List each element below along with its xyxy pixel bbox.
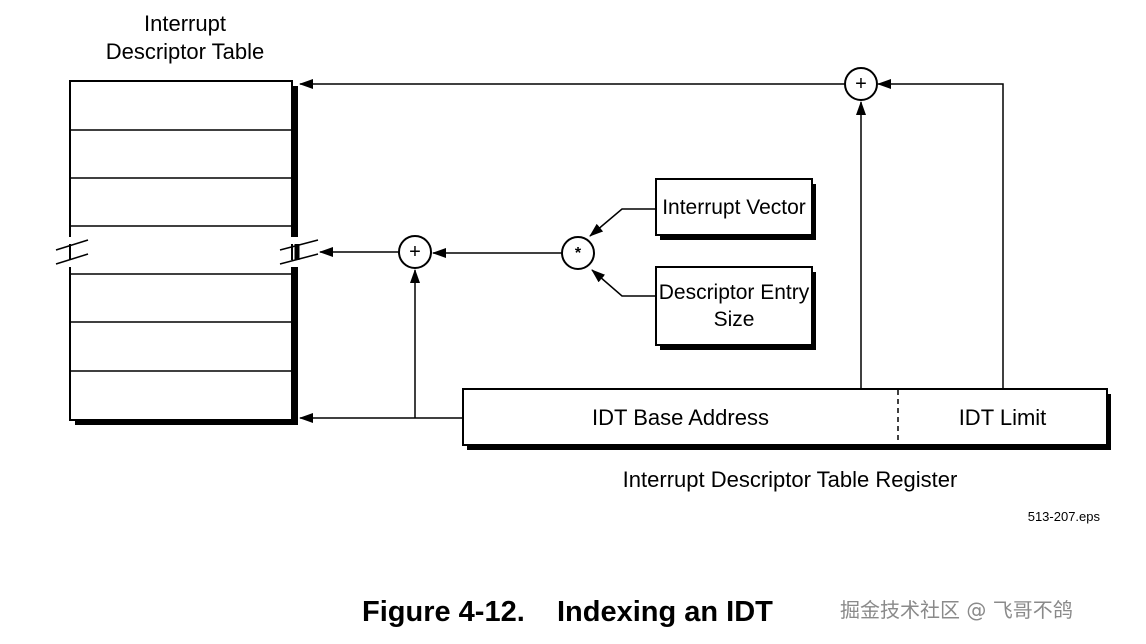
interrupt-vector-text: Interrupt Vector: [662, 195, 806, 219]
watermark: 掘金技术社区 @ 飞哥不鸽: [840, 598, 1073, 622]
idt-break-marks: [52, 237, 319, 267]
limit-adder-symbol: +: [855, 73, 867, 95]
interrupt-vector-box: [655, 178, 813, 236]
entry-size-text-line2: Size: [713, 308, 755, 331]
vector-input-arrow: [589, 208, 656, 237]
index-adder-symbol: +: [409, 241, 421, 263]
idtr-caption: Interrupt Descriptor Table Register: [622, 467, 958, 492]
idtr-limit-field: IDT Limit: [898, 389, 1107, 445]
entry-size-text-line1: Descriptor Entry: [658, 281, 810, 304]
idtr-base-text: IDT Base Address: [592, 404, 769, 430]
idt-title: Interrupt Descriptor Table: [70, 10, 300, 66]
entry-size-label: Descriptor Entry Size: [656, 267, 812, 345]
file-tag: 513-207.eps: [1027, 509, 1100, 524]
multiplier-symbol: *: [574, 245, 582, 262]
figure-caption: Figure 4-12. Indexing an IDT: [362, 596, 773, 628]
idt-title-line2: Descriptor Table: [105, 39, 265, 64]
idtr-limit-text: IDT Limit: [958, 404, 1047, 430]
entry-size-input-arrow: [591, 269, 656, 297]
idtr-register: [462, 388, 1108, 446]
idtr-base-field: IDT Base Address: [463, 389, 898, 445]
idt-table: [69, 80, 293, 421]
entry-size-box: [655, 266, 813, 346]
interrupt-vector-label: Interrupt Vector: [656, 179, 812, 235]
idt-title-line1: Interrupt: [144, 11, 226, 36]
limit-input-arrow: [877, 79, 1004, 389]
